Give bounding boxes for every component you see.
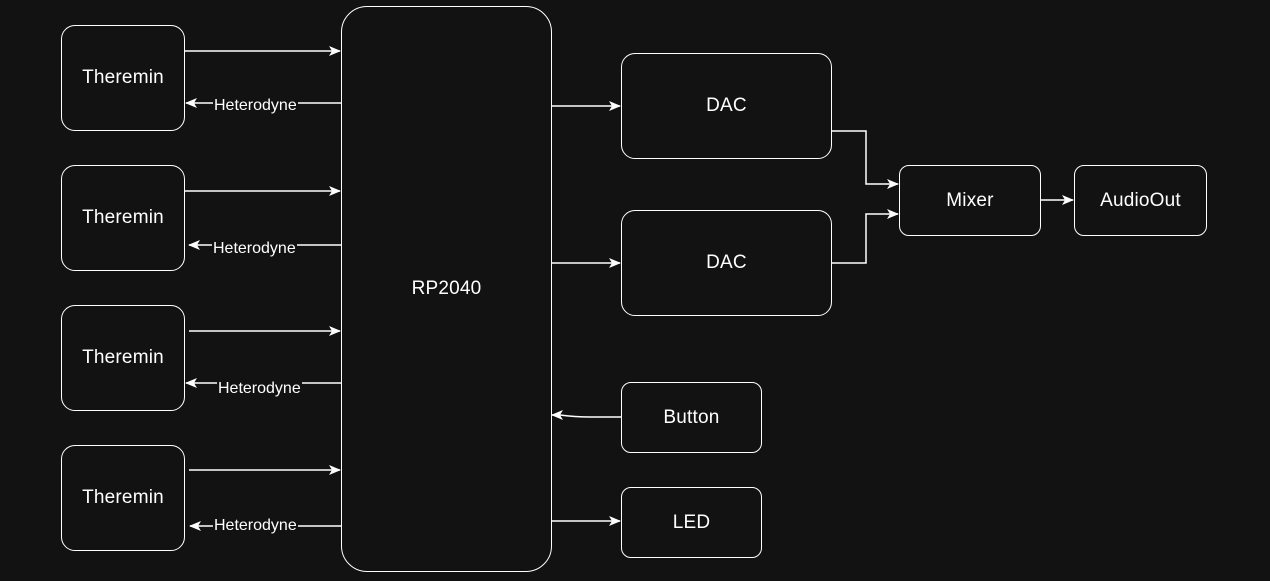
theremin-node-3[interactable]: Theremin <box>61 305 185 411</box>
button-node-label: Button <box>663 406 720 428</box>
theremin-node-3-label: Theremin <box>82 347 164 368</box>
theremin-node-2[interactable]: Theremin <box>61 165 185 271</box>
dac-node-1-label: DAC <box>706 95 747 116</box>
edge-dac-1-to-mixer <box>831 130 899 189</box>
audio-out-node-label: AudioOut <box>1100 189 1181 211</box>
dac-node-2[interactable]: DAC <box>621 210 832 316</box>
dac-node-1[interactable]: DAC <box>621 53 832 159</box>
heterodyne-label-2: Heterodyne <box>212 240 297 258</box>
led-node[interactable]: LED <box>621 487 762 558</box>
mixer-node[interactable]: Mixer <box>899 165 1041 236</box>
mcu-node[interactable]: RP2040 <box>341 6 552 572</box>
theremin-node-1[interactable]: Theremin <box>61 25 185 131</box>
theremin-node-4-label: Theremin <box>82 487 164 508</box>
dac-node-2-label: DAC <box>706 252 747 273</box>
theremin-node-1-label: Theremin <box>82 67 164 88</box>
heterodyne-label-4: Heterodyne <box>213 517 298 535</box>
theremin-node-4[interactable]: Theremin <box>61 445 185 551</box>
edge-button-to-mcu <box>551 410 621 420</box>
heterodyne-label-3: Heterodyne <box>217 380 302 398</box>
heterodyne-label-1: Heterodyne <box>213 97 298 115</box>
led-node-label: LED <box>672 511 711 533</box>
mixer-node-label: Mixer <box>946 189 994 211</box>
audio-out-node[interactable]: AudioOut <box>1074 165 1207 236</box>
mcu-node-label: RP2040 <box>411 278 482 299</box>
theremin-node-2-label: Theremin <box>82 207 164 228</box>
edge-dac-2-to-mixer <box>831 209 899 264</box>
button-node[interactable]: Button <box>621 382 762 453</box>
